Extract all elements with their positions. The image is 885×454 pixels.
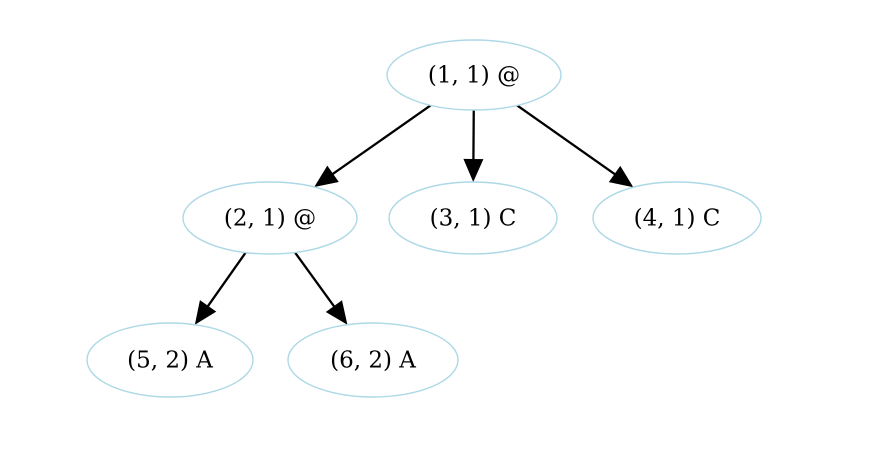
arrowhead-2-5 [194,300,217,325]
node-label-5: (5, 2) A [127,348,213,374]
node-label-6: (6, 2) A [330,348,416,374]
tree-node-5: (5, 2) A [86,322,254,398]
tree-node-3: (3, 1) C [388,181,558,255]
node-ellipse-2 [182,181,358,255]
arrowhead-2-6 [325,300,348,325]
node-label-3: (3, 1) C [430,206,517,232]
node-label-4: (4, 1) C [634,206,721,232]
arrowhead-1-4 [608,165,634,188]
tree-node-2: (2, 1) @ [182,181,358,255]
node-ellipse-1 [386,39,562,111]
arrowhead-1-3 [463,158,484,183]
node-label-2: (2, 1) @ [224,206,316,232]
arrowhead-1-2 [314,165,339,187]
tree-node-6: (6, 2) A [287,322,459,398]
tree-node-1: (1, 1) @ [386,39,562,111]
node-ellipse-4 [592,181,762,255]
edge-2-5 [206,251,247,308]
node-ellipse-6 [287,322,459,398]
edge-2-6 [294,251,336,308]
edge-1-4 [516,104,617,176]
node-ellipse-5 [86,322,254,398]
tree-node-4: (4, 1) C [592,181,762,255]
node-ellipse-3 [388,181,558,255]
node-label-1: (1, 1) @ [428,63,520,89]
edge-1-2 [331,104,432,176]
